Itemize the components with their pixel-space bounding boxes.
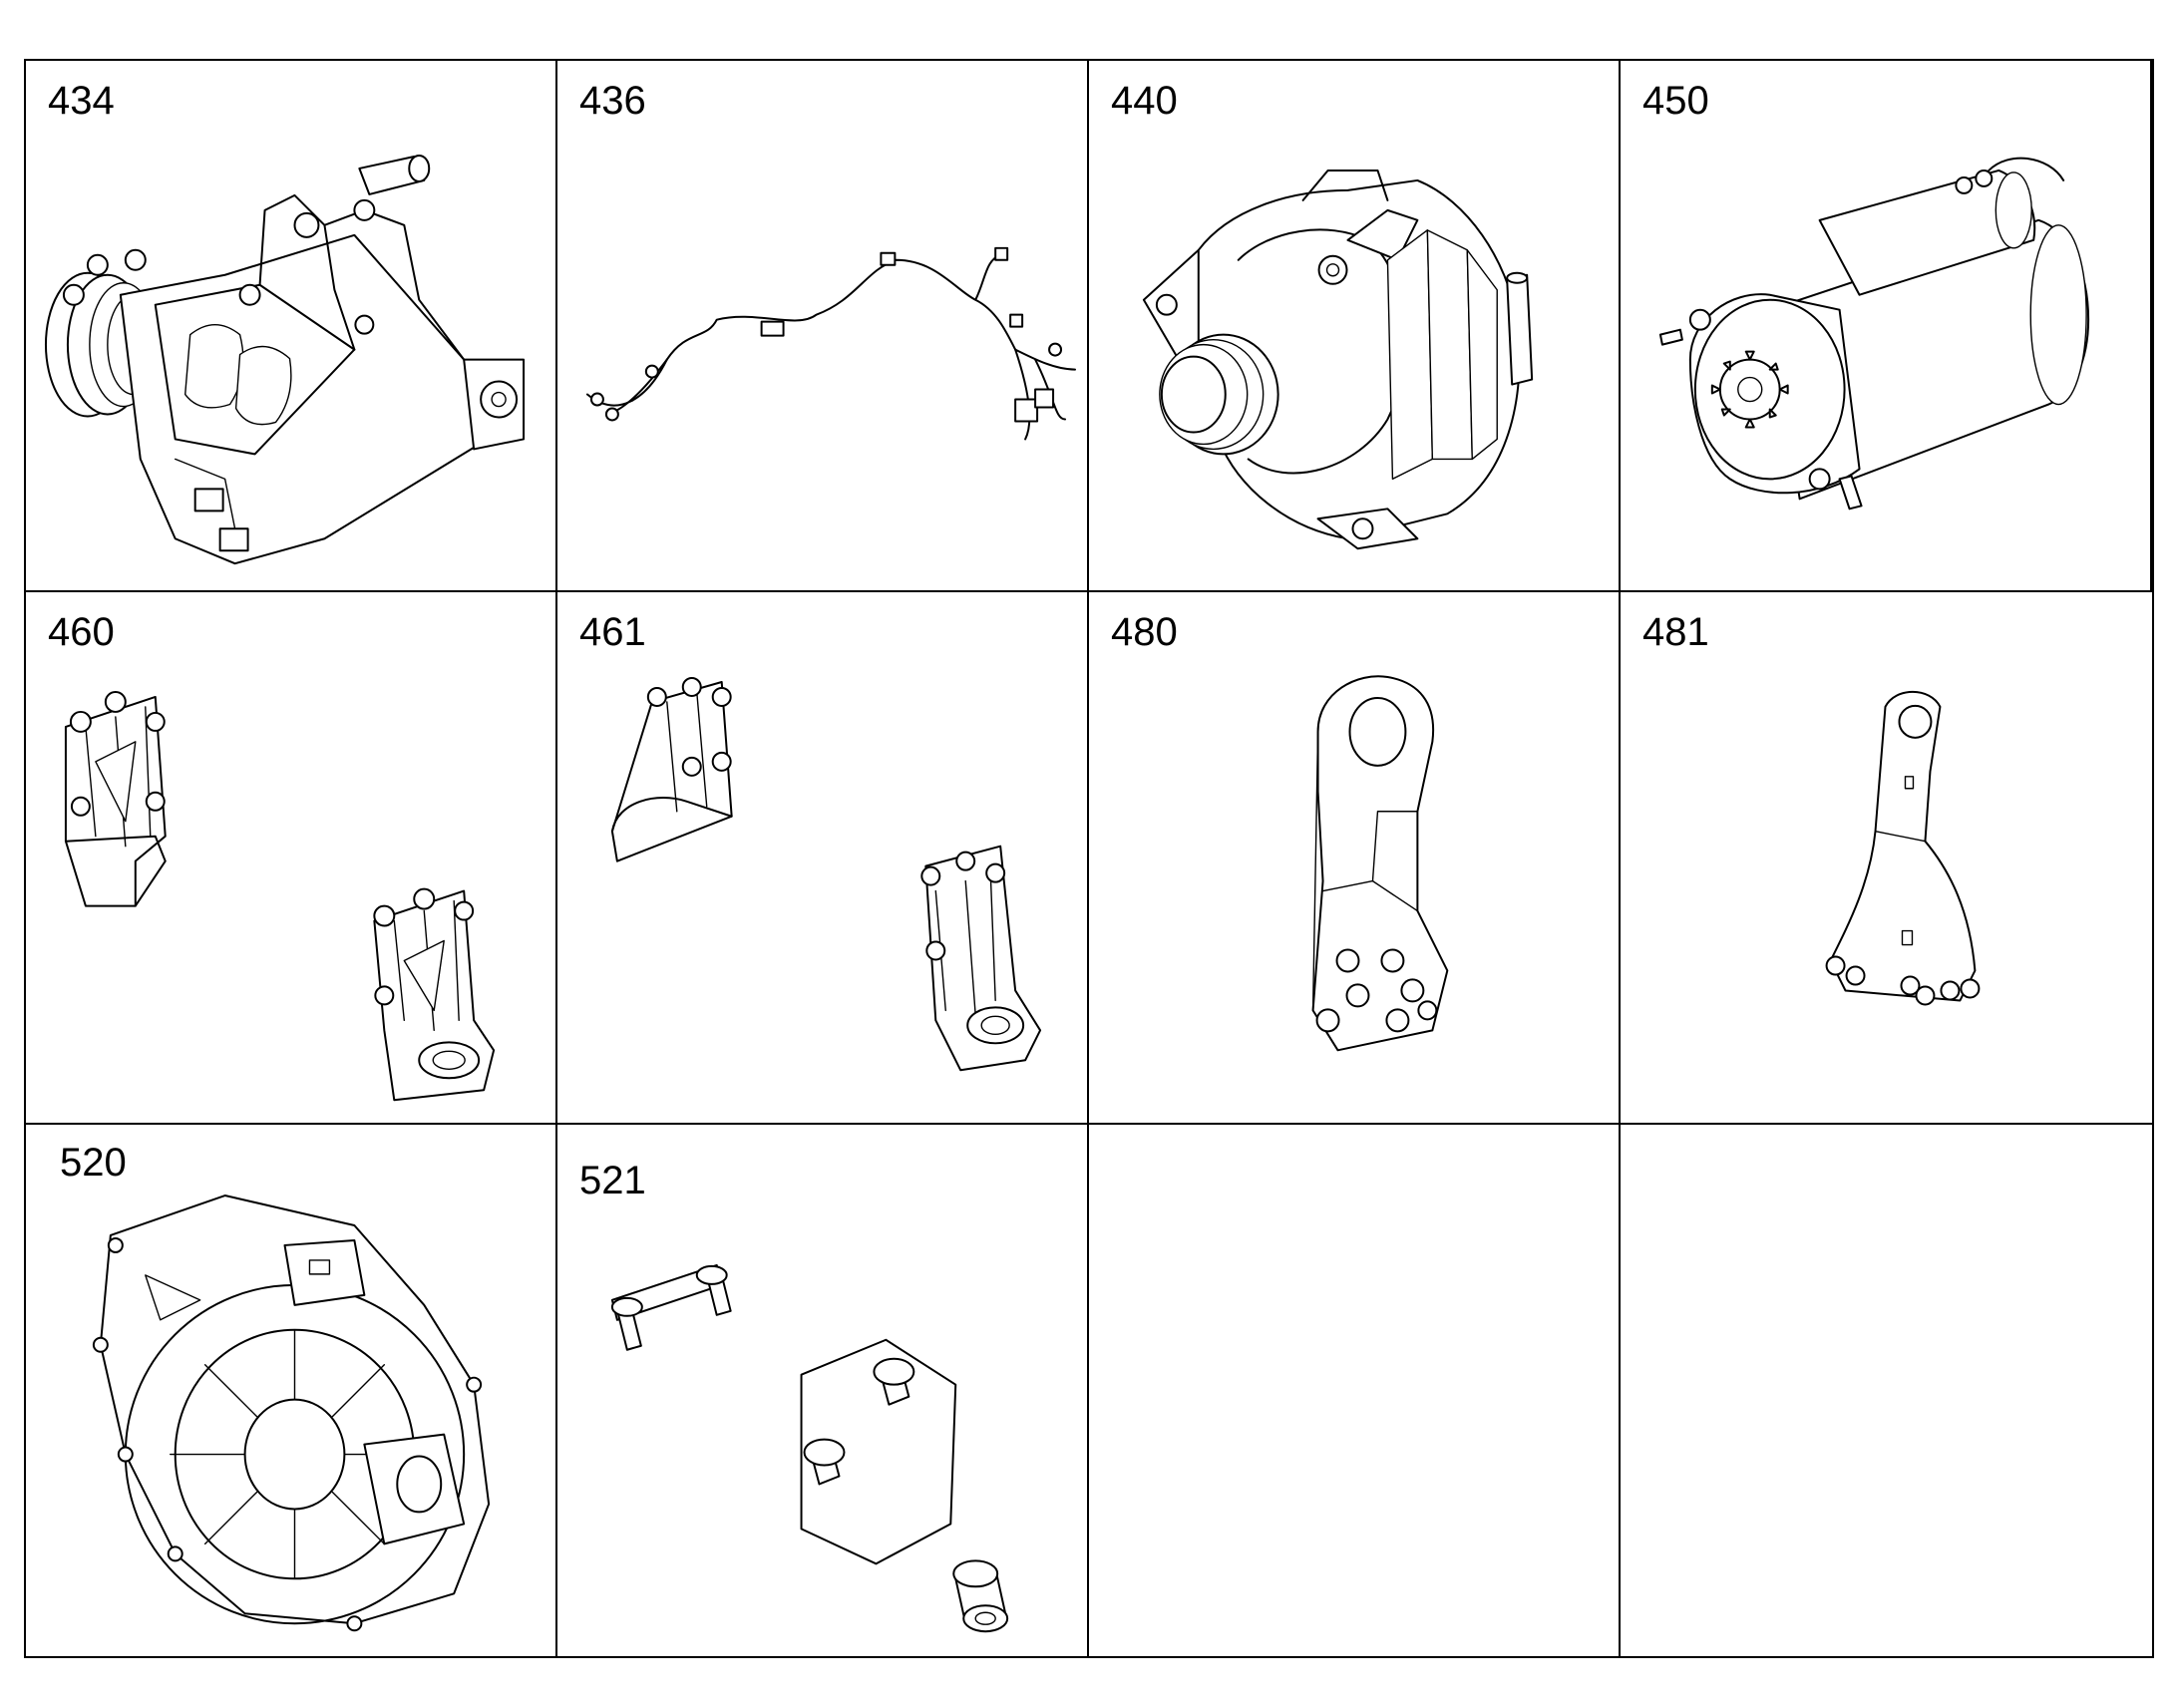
part-number-label: 521 xyxy=(579,1158,646,1202)
part-number-label: 520 xyxy=(60,1140,127,1185)
part-number-label: 481 xyxy=(1642,610,1709,655)
flywheel-housing-icon xyxy=(92,1194,491,1631)
starter-motor-icon xyxy=(1658,157,2090,511)
cell-481[interactable]: 481 xyxy=(1621,592,2152,1125)
compressor-bracket-icon xyxy=(44,154,526,565)
mounting-bracket-pair-icon xyxy=(64,691,496,1102)
part-number-label: 434 xyxy=(48,79,115,123)
mounting-bracket-pair-icon xyxy=(610,677,1042,1072)
part-number-label: 436 xyxy=(579,79,646,123)
cell-empty-2 xyxy=(1621,1125,2152,1656)
part-number-label: 461 xyxy=(579,610,646,655)
cell-461[interactable]: 461 xyxy=(557,592,1089,1125)
part-number-label: 480 xyxy=(1111,610,1178,655)
part-number-label: 450 xyxy=(1642,79,1709,123)
part-number-label: 460 xyxy=(48,610,115,655)
cell-empty-1 xyxy=(1089,1124,1621,1656)
cell-460[interactable]: 460 xyxy=(26,592,557,1125)
lifting-eye-icon xyxy=(1311,675,1449,1052)
cell-436[interactable]: 436 xyxy=(557,61,1089,593)
cell-434[interactable]: 434 xyxy=(26,61,557,593)
cell-450[interactable]: 450 xyxy=(1621,61,2152,593)
lifting-eye-icon xyxy=(1825,691,1981,1006)
cover-plate-kit-icon xyxy=(610,1263,1009,1632)
part-number-label: 440 xyxy=(1111,79,1178,123)
parts-grid: 434 xyxy=(24,59,2154,1658)
cell-440[interactable]: 440 xyxy=(1089,61,1621,593)
wiring-harness-icon xyxy=(585,246,1077,441)
cell-521[interactable]: 521 xyxy=(557,1124,1089,1656)
cell-520[interactable]: 520 xyxy=(26,1124,557,1656)
cell-480[interactable]: 480 xyxy=(1089,592,1621,1125)
alternator-icon xyxy=(1142,169,1534,550)
